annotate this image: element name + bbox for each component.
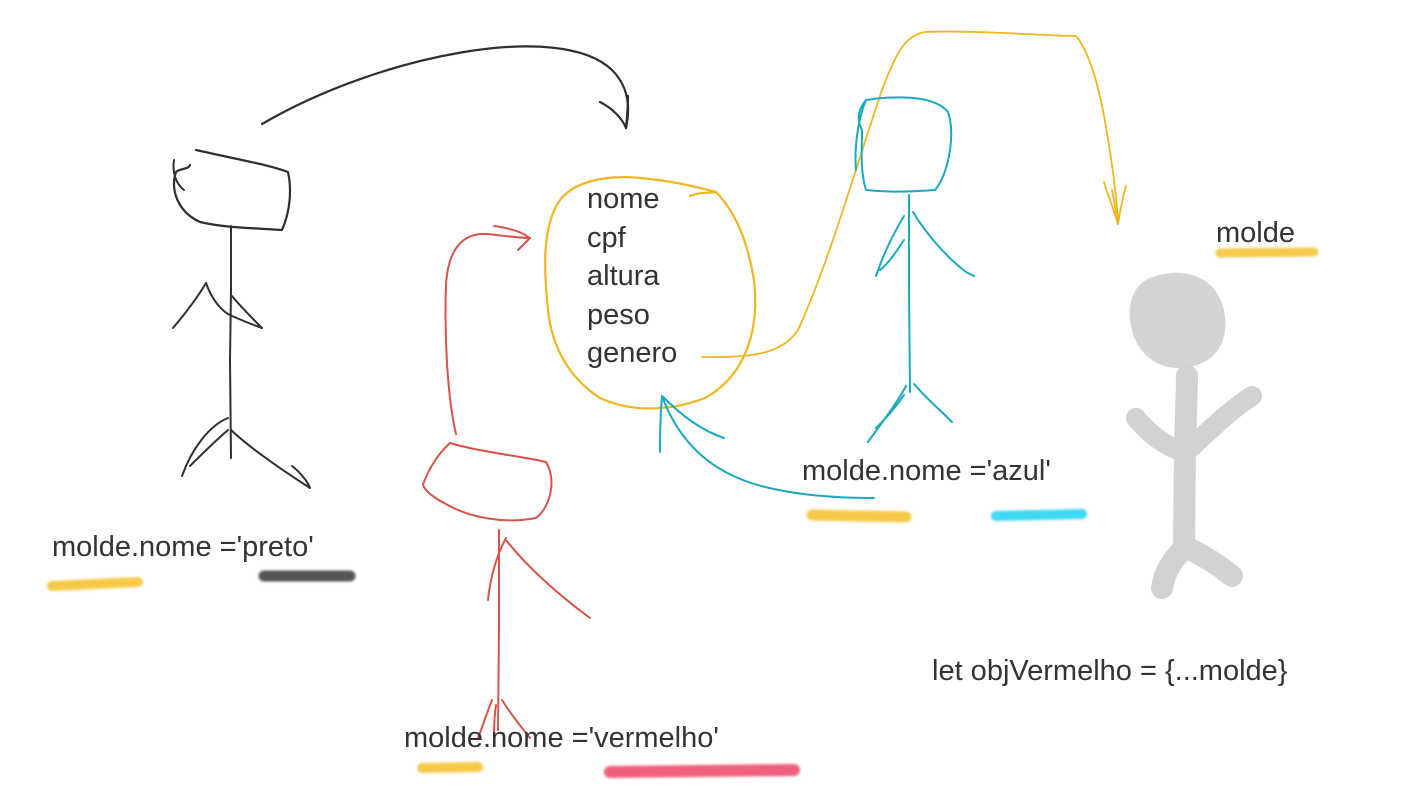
teal-figure-arm-right [912, 211, 975, 277]
highlight-yellow-vermelho [417, 762, 483, 773]
black-figure-arm-right-2 [231, 295, 263, 329]
teal-figure-leg-left-2 [875, 394, 905, 429]
black-figure-leg-right [230, 429, 311, 489]
highlight-yellow-molde [1215, 247, 1319, 258]
red-figure-leg-mid [493, 704, 497, 737]
gray-figure-leg-right [1177, 537, 1243, 587]
field-cpf: cpf [587, 221, 626, 254]
teal-figure-hair [854, 99, 867, 171]
stick-figure-teal [854, 96, 975, 443]
label-vermelho: molde.nome ='vermelho' [404, 722, 719, 754]
black-figure-leg-left-2 [189, 429, 229, 467]
red-figure-leg-right [501, 699, 531, 739]
red-figure-arm-right [505, 539, 591, 619]
black-figure-head [172, 148, 292, 232]
red-figure-head [422, 442, 553, 522]
field-nome: nome [587, 183, 660, 215]
stick-figure-black [172, 148, 311, 489]
red-figure-leg-left [477, 699, 493, 739]
highlights [47, 247, 1319, 778]
teal-figure-leg-right [913, 383, 953, 423]
arrow-teal [659, 395, 875, 499]
label-molde: molde [1216, 217, 1295, 249]
label-azul: molde.nome ='azul' [802, 455, 1051, 487]
teal-figure-arm-left [875, 215, 905, 277]
highlight-yellow-preto [47, 577, 143, 591]
stick-figure-gray [1126, 272, 1262, 599]
teal-figure-body [908, 194, 911, 393]
teal-figure-arm-left-2 [879, 239, 905, 271]
arrow-black [260, 45, 630, 130]
red-figure-body [497, 529, 500, 731]
field-peso: peso [587, 298, 650, 331]
highlight-cyan-azul [991, 509, 1087, 521]
red-figure-arm-left [487, 537, 507, 601]
black-figure-arm-right [205, 282, 263, 329]
arrow-yellow [701, 30, 1127, 358]
object-blob [544, 176, 757, 410]
black-figure-foot [291, 465, 311, 489]
label-spread: let objVermelho = {...molde} [932, 655, 1288, 687]
label-preto: molde.nome ='preto' [52, 531, 314, 563]
object-field-list: nome cpf altura peso genero [587, 184, 677, 377]
field-altura: altura [587, 260, 660, 292]
stick-figure-red [422, 442, 591, 739]
highlight-pink-vermelho [604, 764, 800, 778]
teal-figure-head [857, 96, 953, 193]
black-figure-body [229, 225, 232, 459]
black-figure-hair [172, 159, 185, 191]
arrow-red [444, 225, 531, 435]
black-figure-leg-left [181, 417, 229, 477]
gray-figure-head [1129, 272, 1226, 369]
gray-figure-arm-right [1176, 386, 1262, 462]
highlight-yellow-azul [806, 509, 912, 523]
teal-figure-leg-left [867, 385, 907, 443]
black-figure-arm-left [172, 282, 207, 329]
field-genero: genero [587, 337, 678, 369]
